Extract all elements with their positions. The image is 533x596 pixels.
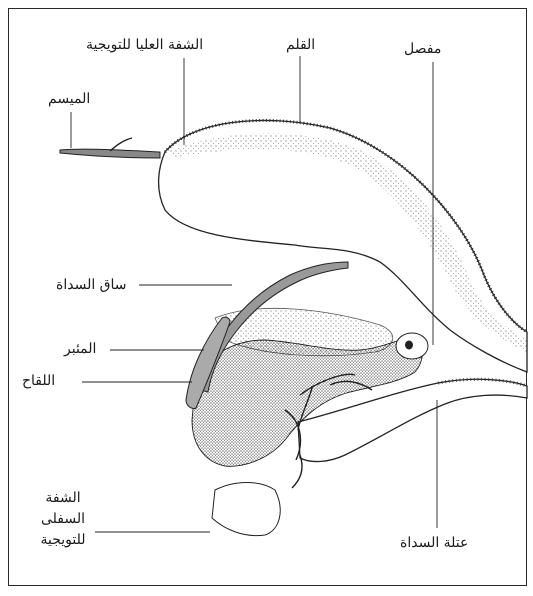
label-lower-lip-line1: الشفة xyxy=(30,488,96,509)
label-joint: مفصل xyxy=(404,40,441,58)
label-pollen: اللقاح xyxy=(22,372,55,390)
label-stamen-lever: عتلة السداة xyxy=(400,534,468,552)
label-style: القلم xyxy=(286,36,315,54)
label-anther: المئبر xyxy=(64,340,96,358)
label-lower-lip: الشفة السفلى للتويجية xyxy=(30,488,96,551)
label-lower-lip-line2: السفلى xyxy=(30,509,96,530)
bee-pollen-basket xyxy=(212,483,280,536)
label-lower-lip-line3: للتويجية xyxy=(30,530,96,551)
label-upper-lip: الشفة العليا للتويجية xyxy=(86,36,203,54)
label-stigma: الميسم xyxy=(48,90,90,108)
label-stamen-stalk: ساق السداة xyxy=(56,276,127,294)
